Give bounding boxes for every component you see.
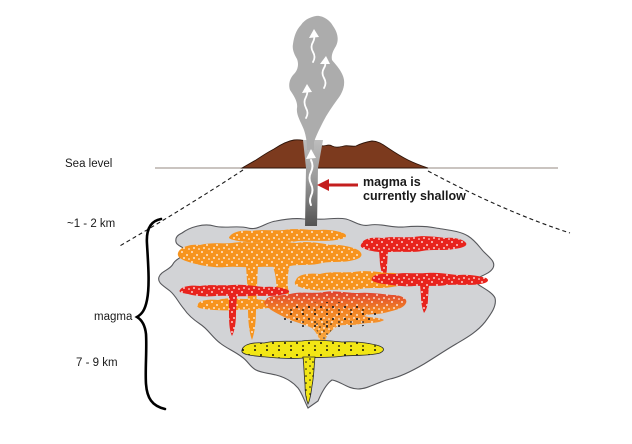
- shallow-magma-arrowhead-icon: [317, 179, 329, 191]
- annotation-text-line1: magma is: [363, 175, 421, 189]
- conduit-flow-arrow-icon: [308, 159, 314, 206]
- annotation-text-line2: currently shallow: [363, 189, 466, 203]
- eruption-plume: [289, 15, 345, 150]
- conduit-flow-arrowhead-icon: [306, 149, 316, 159]
- gas-rise-arrow-icon: [321, 61, 327, 89]
- gradient-magma-body-black-specks: [282, 302, 378, 330]
- gas-rise-arrowhead-icon: [309, 29, 319, 38]
- gas-rise-arrow-icon: [303, 88, 309, 119]
- depth-shallow-label: ~1 - 2 km: [67, 218, 115, 230]
- volcanic-conduit: [303, 140, 323, 226]
- gas-rise-arrow-icon: [310, 34, 316, 63]
- magma-depth-brace: [134, 217, 167, 411]
- magma-label: magma: [94, 311, 133, 323]
- magma-funnel-specks: [312, 322, 336, 340]
- gas-rise-arrowhead-icon: [302, 84, 312, 93]
- volcano-cone: [240, 139, 429, 169]
- sea-level-label: Sea level: [65, 158, 112, 170]
- depth-deep-label: 7 - 9 km: [76, 357, 118, 369]
- submarine-slope-dashed-line-left: [117, 169, 244, 248]
- gas-rise-arrowhead-icon: [320, 56, 330, 64]
